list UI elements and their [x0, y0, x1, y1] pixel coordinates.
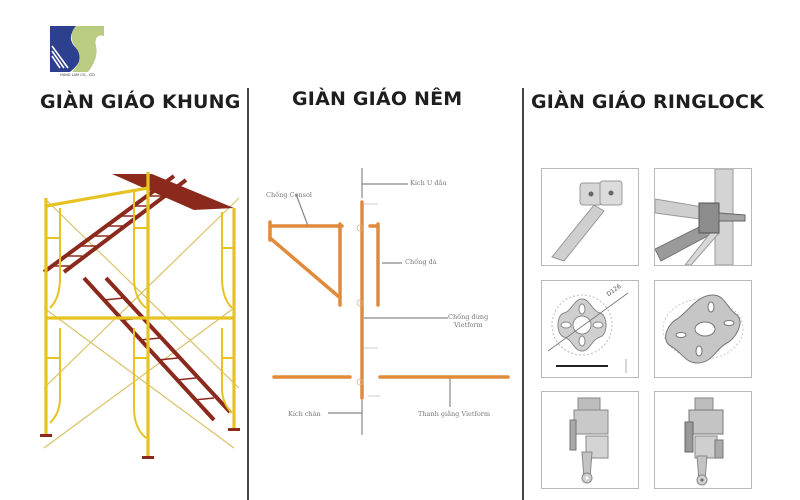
frame-scaffolding-photo: [34, 168, 244, 464]
ringlock-component-ledger-end: [541, 168, 639, 266]
section-title-wedge: GIÀN GIÁO NÊM: [292, 88, 463, 110]
logo-mark-icon: [50, 26, 104, 72]
label-cantilever: Chống Consol: [266, 191, 312, 199]
divider-left: [247, 88, 249, 500]
label-support: Chống đà: [405, 258, 437, 266]
company-logo: [46, 24, 108, 79]
ringlock-component-rosette-drawing: D126: [541, 280, 639, 378]
section-title-frame: GIÀN GIÁO KHUNG: [40, 91, 241, 113]
label-standard-1: Chống đứng: [448, 313, 489, 321]
label-standard-2: Vietform: [454, 321, 483, 329]
ringlock-component-rosette-3d: [654, 280, 752, 378]
logo-caption: HUNG LAM CO., LTD: [60, 73, 95, 77]
ringlock-component-wedge-head-angled: [654, 391, 752, 489]
divider-right: [522, 88, 524, 500]
wedge-scaffolding-diagram: Kích U đầu Chống Consol Chống đà Chống đ…: [250, 160, 520, 440]
ringlock-component-joint: [654, 168, 752, 266]
section-title-ringlock: GIÀN GIÁO RINGLOCK: [531, 91, 765, 113]
label-top-jack: Kích U đầu: [410, 179, 447, 187]
ringlock-component-wedge-head-side: [541, 391, 639, 489]
label-ledger: Thanh giằng Vietform: [418, 410, 491, 418]
label-base-jack: Kích chân: [288, 410, 321, 418]
